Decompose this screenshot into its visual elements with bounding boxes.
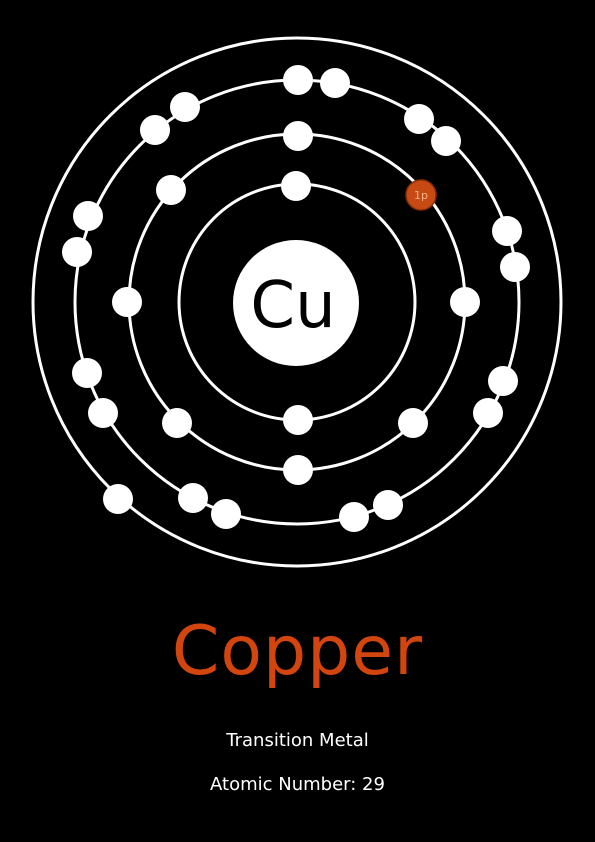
electron: [320, 68, 350, 98]
electron: [492, 216, 522, 246]
electron: [283, 405, 313, 435]
electron: [283, 65, 313, 95]
orbit-shell-4: [31, 36, 563, 568]
electron: [178, 483, 208, 513]
electrons: [62, 65, 530, 532]
electron: [112, 287, 142, 317]
atomic-number-label: Atomic Number:: [210, 774, 357, 795]
proton-icon: [405, 179, 437, 211]
electron: [281, 171, 311, 201]
element-category: Transition Metal: [226, 730, 369, 751]
electron: [373, 490, 403, 520]
electron: [283, 121, 313, 151]
element-symbol: Cu: [250, 269, 335, 343]
atomic-number-line: Atomic Number: 29: [0, 774, 595, 795]
proton-label: 1p: [414, 189, 428, 202]
atomic-number-value: 29: [362, 774, 385, 795]
atom-diagram: 1p Cu: [31, 36, 563, 568]
electron: [283, 455, 313, 485]
electron: [488, 366, 518, 396]
proton-marker: 1p: [405, 179, 437, 211]
electron: [404, 104, 434, 134]
electron: [211, 499, 241, 529]
electron: [88, 398, 118, 428]
electron: [450, 287, 480, 317]
electron: [170, 92, 200, 122]
electron: [162, 408, 192, 438]
electron: [140, 115, 170, 145]
electron: [500, 252, 530, 282]
electron: [431, 126, 461, 156]
element-name: Copper: [171, 612, 424, 691]
electron: [62, 237, 92, 267]
electron: [72, 358, 102, 388]
electron: [473, 398, 503, 428]
electron: [156, 175, 186, 205]
nucleus-circle: [233, 240, 359, 366]
electron: [103, 484, 133, 514]
nucleus: Cu: [233, 240, 359, 366]
electron: [339, 502, 369, 532]
electron: [398, 408, 428, 438]
electron: [73, 201, 103, 231]
